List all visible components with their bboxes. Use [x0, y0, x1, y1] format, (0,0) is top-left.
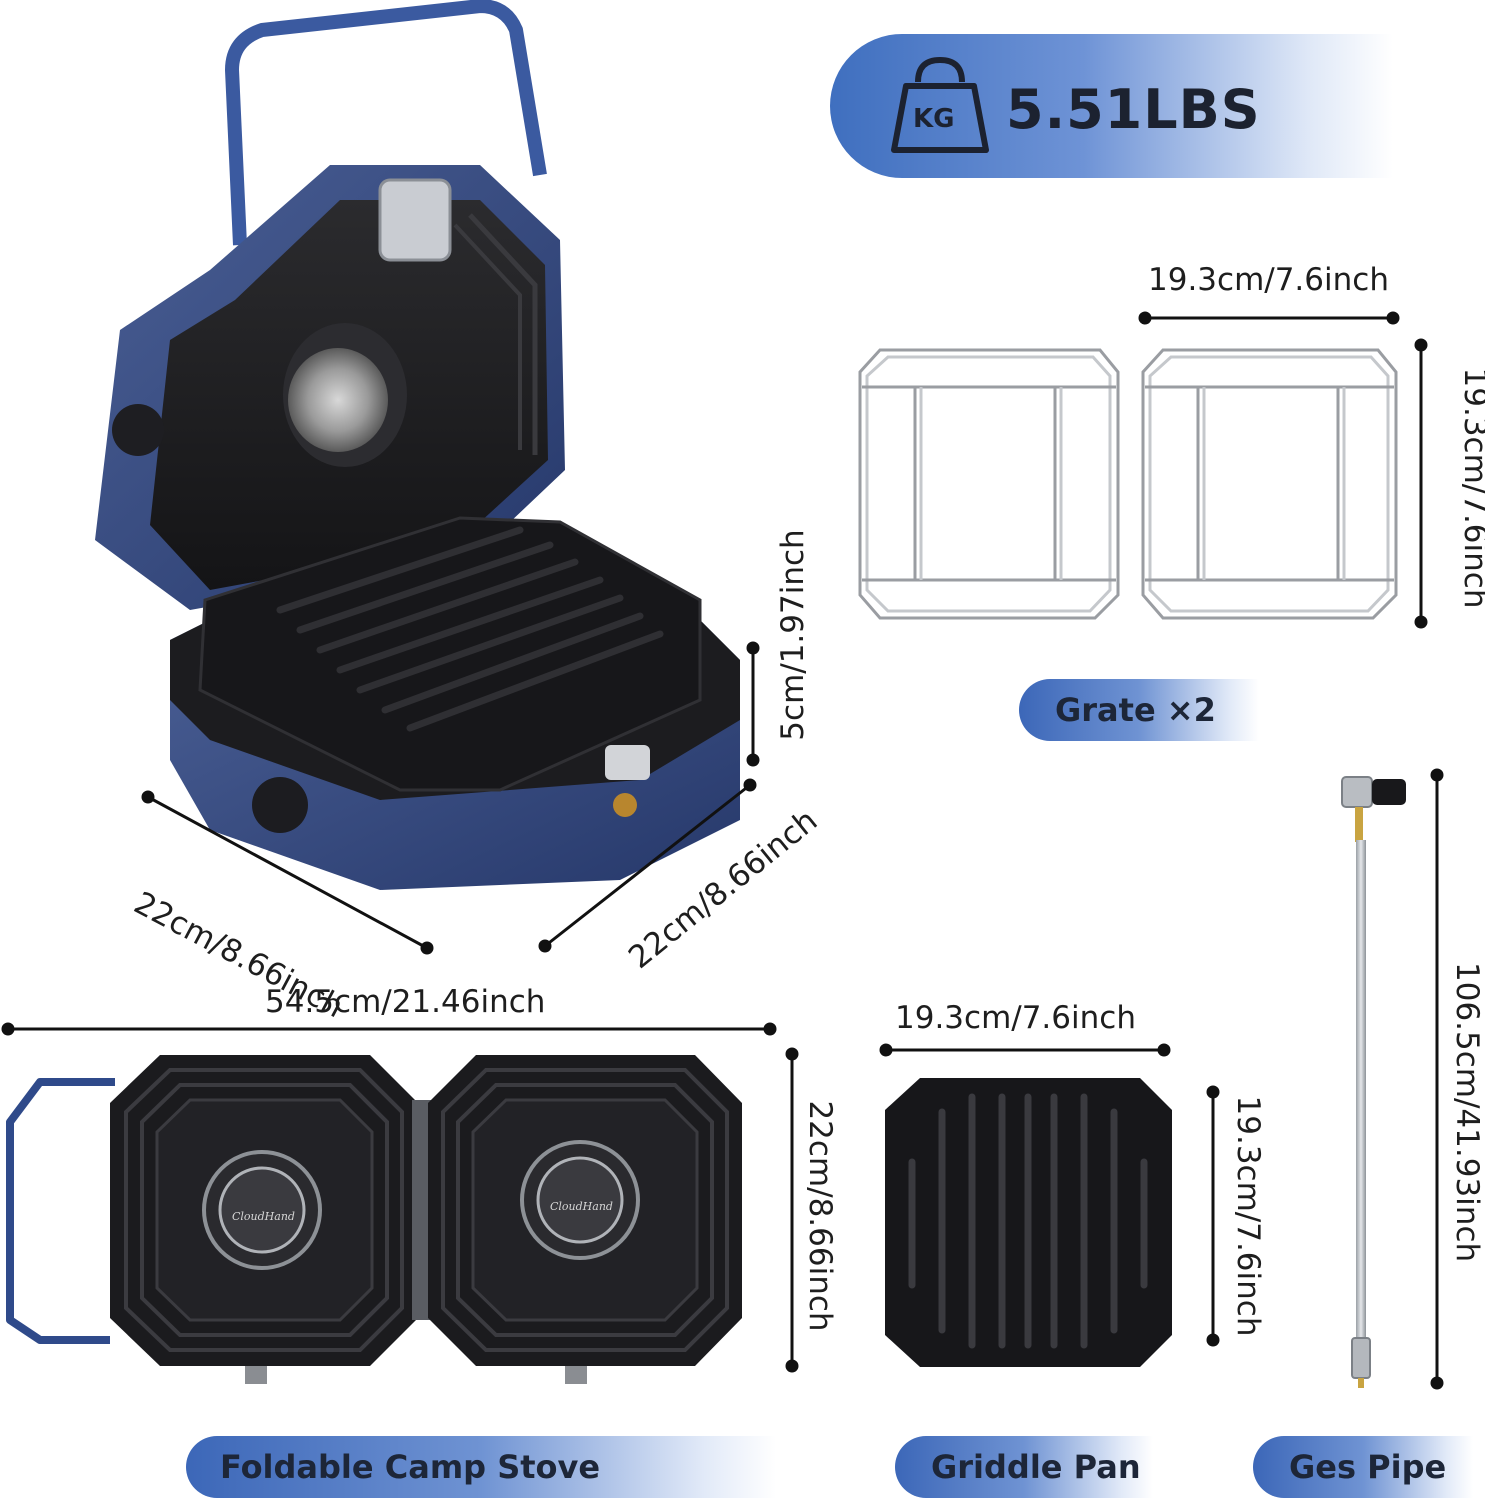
carry-handle	[225, 0, 547, 246]
gas-inlet	[613, 793, 637, 817]
griddle-height-dim: 19.3cm/7.6inch	[1230, 1095, 1266, 1337]
pipe-brass-fitting	[1355, 807, 1363, 842]
pipe-connector-knob	[1372, 779, 1406, 805]
stove-height-dim: 5cm/1.97inch	[775, 529, 811, 741]
pipe-connector-top	[1341, 776, 1373, 808]
grate-pair	[858, 348, 1398, 620]
stove-label-pill: Foldable Camp Stove	[186, 1436, 776, 1498]
griddle-pan	[885, 1078, 1172, 1367]
unfolded-right-panel	[428, 1055, 742, 1366]
lid-latch	[378, 178, 452, 262]
grate-label: Grate ×2	[1055, 691, 1216, 729]
unfolded-width-dim: 54.5cm/21.46inch	[265, 984, 546, 1020]
pipe-hose	[1356, 840, 1366, 1340]
base-latch	[605, 745, 650, 780]
grate-width-dim: 19.3cm/7.6inch	[1148, 262, 1389, 298]
brand-logo-left: CloudHand	[232, 1210, 295, 1223]
burner-icon	[288, 348, 388, 452]
griddle-label: Griddle Pan	[931, 1448, 1141, 1486]
stove-dimension-lines	[141, 641, 760, 955]
pipe-label-pill: Ges Pipe	[1253, 1436, 1473, 1498]
kg-label: KG	[913, 104, 955, 134]
unfolded-height-dim: 22cm/8.66inch	[802, 1100, 838, 1332]
gas-pipe	[1341, 776, 1406, 1388]
unfolded-handle	[6, 1078, 115, 1344]
griddle-dimension-lines	[879, 1043, 1220, 1347]
control-knob	[112, 404, 164, 456]
pipe-length-dim: 106.5cm/41.93inch	[1449, 962, 1485, 1263]
grate-dimension-lines	[1138, 311, 1428, 629]
griddle-width-dim: 19.3cm/7.6inch	[895, 1000, 1136, 1036]
pipe-dimension-line	[1430, 768, 1444, 1390]
griddle-ridges	[276, 526, 664, 732]
griddle-label-pill: Griddle Pan	[895, 1436, 1153, 1498]
brand-logo-right: CloudHand	[550, 1200, 613, 1213]
grate-label-pill: Grate ×2	[1019, 679, 1259, 741]
grate-right	[1141, 348, 1398, 620]
pipe-label: Ges Pipe	[1289, 1448, 1447, 1486]
unfolded-dimension-lines	[1, 1022, 799, 1373]
griddle-pan-ridges	[908, 1093, 1148, 1349]
weight-value: 5.51LBS	[1006, 78, 1261, 141]
stove-unfolded-view	[6, 1055, 742, 1384]
front-control-knob	[252, 777, 308, 833]
stove-open-view	[95, 0, 740, 890]
stove-label: Foldable Camp Stove	[220, 1448, 601, 1486]
pipe-connector-bottom	[1351, 1337, 1371, 1379]
grate-height-dim: 19.3cm/7.6inch	[1457, 367, 1485, 609]
grate-left	[858, 348, 1120, 620]
unfolded-left-panel	[110, 1055, 418, 1366]
